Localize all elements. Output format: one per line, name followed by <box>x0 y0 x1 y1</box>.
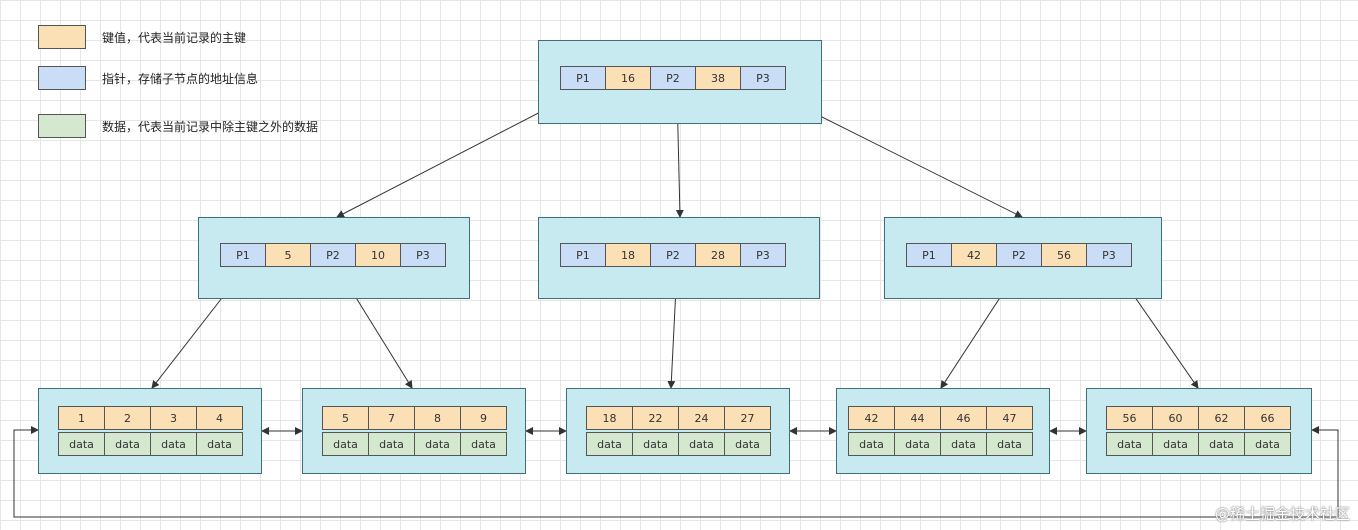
key-cell-38: 38 <box>695 66 741 90</box>
key-cell-42: 42 <box>951 243 997 267</box>
leaf-node-3 <box>566 388 790 474</box>
data-cell: data <box>368 432 415 456</box>
data-cell: data <box>1198 432 1245 456</box>
leaf-node-2 <box>302 388 526 474</box>
pointer-cell-p1: P1 <box>560 243 606 267</box>
key-cell-27: 27 <box>724 406 771 430</box>
key-cell-24: 24 <box>678 406 725 430</box>
data-cell: data <box>1244 432 1291 456</box>
legend-swatch-data <box>38 114 86 138</box>
data-cell: data <box>724 432 771 456</box>
data-cell: data <box>986 432 1033 456</box>
leaf-node-4 <box>836 388 1050 474</box>
legend-swatch-key <box>38 25 86 49</box>
data-cell: data <box>322 432 369 456</box>
key-cell-62: 62 <box>1198 406 1245 430</box>
pointer-cell-p3: P3 <box>400 243 446 267</box>
pointer-cell-p2: P2 <box>310 243 356 267</box>
pointer-cell-p3: P3 <box>740 66 786 90</box>
data-cell: data <box>632 432 679 456</box>
data-cell: data <box>586 432 633 456</box>
data-cell: data <box>1152 432 1199 456</box>
key-cell-56: 56 <box>1106 406 1153 430</box>
data-cell: data <box>414 432 461 456</box>
key-cell-5: 5 <box>265 243 311 267</box>
leaf-node-1 <box>38 388 262 474</box>
data-cell: data <box>196 432 243 456</box>
pointer-cell-p1: P1 <box>906 243 952 267</box>
key-cell-1: 1 <box>58 406 105 430</box>
legend-label-key: 键值，代表当前记录的主键 <box>102 30 247 45</box>
key-cell-8: 8 <box>414 406 461 430</box>
key-cell-46: 46 <box>940 406 987 430</box>
key-cell-2: 2 <box>104 406 151 430</box>
data-cell: data <box>58 432 105 456</box>
leaf-node-5 <box>1086 388 1312 474</box>
key-cell-16: 16 <box>605 66 651 90</box>
legend-label-pointer: 指针，存储子节点的地址信息 <box>102 71 259 86</box>
key-cell-3: 3 <box>150 406 197 430</box>
key-cell-10: 10 <box>355 243 401 267</box>
data-cell: data <box>940 432 987 456</box>
key-cell-47: 47 <box>986 406 1033 430</box>
data-cell: data <box>848 432 895 456</box>
key-cell-44: 44 <box>894 406 941 430</box>
legend-label-data: 数据，代表当前记录中除主键之外的数据 <box>102 119 319 134</box>
key-cell-5: 5 <box>322 406 369 430</box>
data-cell: data <box>460 432 507 456</box>
legend-swatch-pointer <box>38 66 86 90</box>
key-cell-42: 42 <box>848 406 895 430</box>
key-cell-18: 18 <box>605 243 651 267</box>
data-cell: data <box>1106 432 1153 456</box>
pointer-cell-p3: P3 <box>740 243 786 267</box>
pointer-cell-p1: P1 <box>560 66 606 90</box>
key-cell-4: 4 <box>196 406 243 430</box>
data-cell: data <box>104 432 151 456</box>
pointer-cell-p1: P1 <box>220 243 266 267</box>
key-cell-56: 56 <box>1041 243 1087 267</box>
legend-item-key: 键值，代表当前记录的主键 <box>38 25 246 49</box>
data-cell: data <box>894 432 941 456</box>
pointer-cell-p2: P2 <box>996 243 1042 267</box>
watermark: @稀土掘金技术社区 <box>1214 505 1350 523</box>
pointer-cell-p3: P3 <box>1086 243 1132 267</box>
key-cell-66: 66 <box>1244 406 1291 430</box>
leaf-wrap-link <box>13 426 1339 518</box>
legend-item-data: 数据，代表当前记录中除主键之外的数据 <box>38 114 318 138</box>
key-cell-9: 9 <box>460 406 507 430</box>
data-cell: data <box>150 432 197 456</box>
data-cell: data <box>678 432 725 456</box>
key-cell-18: 18 <box>586 406 633 430</box>
legend-item-pointer: 指针，存储子节点的地址信息 <box>38 66 258 90</box>
key-cell-22: 22 <box>632 406 679 430</box>
key-cell-60: 60 <box>1152 406 1199 430</box>
pointer-cell-p2: P2 <box>650 243 696 267</box>
key-cell-7: 7 <box>368 406 415 430</box>
pointer-cell-p2: P2 <box>650 66 696 90</box>
key-cell-28: 28 <box>695 243 741 267</box>
